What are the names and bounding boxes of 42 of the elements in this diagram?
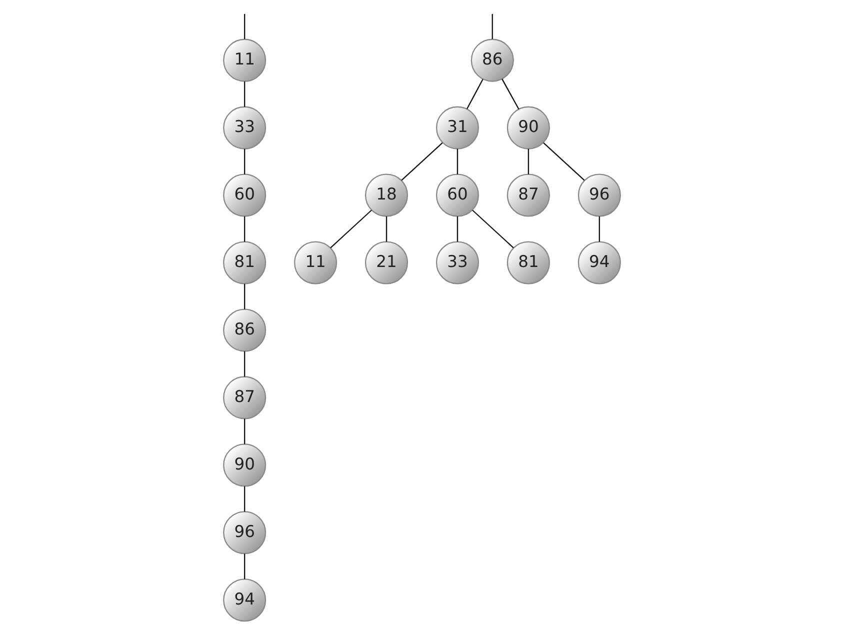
connector: [385, 216, 387, 242]
node-circle: 60: [222, 174, 266, 217]
node-circle: 31: [435, 106, 478, 150]
connector: [244, 554, 245, 580]
node-circle: 96: [222, 511, 266, 554]
connector: [466, 79, 483, 110]
node-circle: 96: [577, 174, 620, 217]
node-circle: 94: [222, 578, 266, 622]
connector: [244, 486, 245, 512]
node-circle: 11: [294, 241, 337, 284]
node-circle: 87: [506, 174, 550, 217]
connector: [527, 148, 529, 174]
node-circle: 86: [222, 308, 266, 352]
node-circle: 33: [222, 106, 266, 150]
connector: [244, 216, 245, 242]
node-circle: 33: [435, 241, 478, 284]
connector: [244, 284, 245, 310]
connector: [244, 14, 245, 40]
node-circle: 90: [222, 444, 266, 487]
node-circle: 81: [222, 241, 266, 284]
node-circle: 60: [435, 174, 478, 217]
connector: [456, 216, 458, 242]
connector: [244, 148, 245, 174]
connector: [456, 148, 458, 174]
node-circle: 90: [506, 106, 550, 150]
node-circle: 11: [222, 38, 266, 82]
connector: [244, 81, 245, 107]
connector: [501, 78, 519, 110]
node-circle: 21: [364, 241, 408, 284]
connector: [244, 418, 245, 444]
node-circle: 18: [364, 174, 408, 217]
connector: [472, 210, 514, 248]
connector: [244, 351, 245, 377]
connector: [542, 142, 584, 181]
connector: [598, 216, 600, 242]
connector: [330, 210, 372, 248]
node-circle: 86: [470, 38, 514, 82]
node-circle: 87: [222, 376, 266, 420]
node-circle: 94: [577, 241, 620, 284]
connector: [400, 142, 442, 181]
connector: [491, 14, 492, 40]
node-circle: 81: [506, 241, 550, 284]
